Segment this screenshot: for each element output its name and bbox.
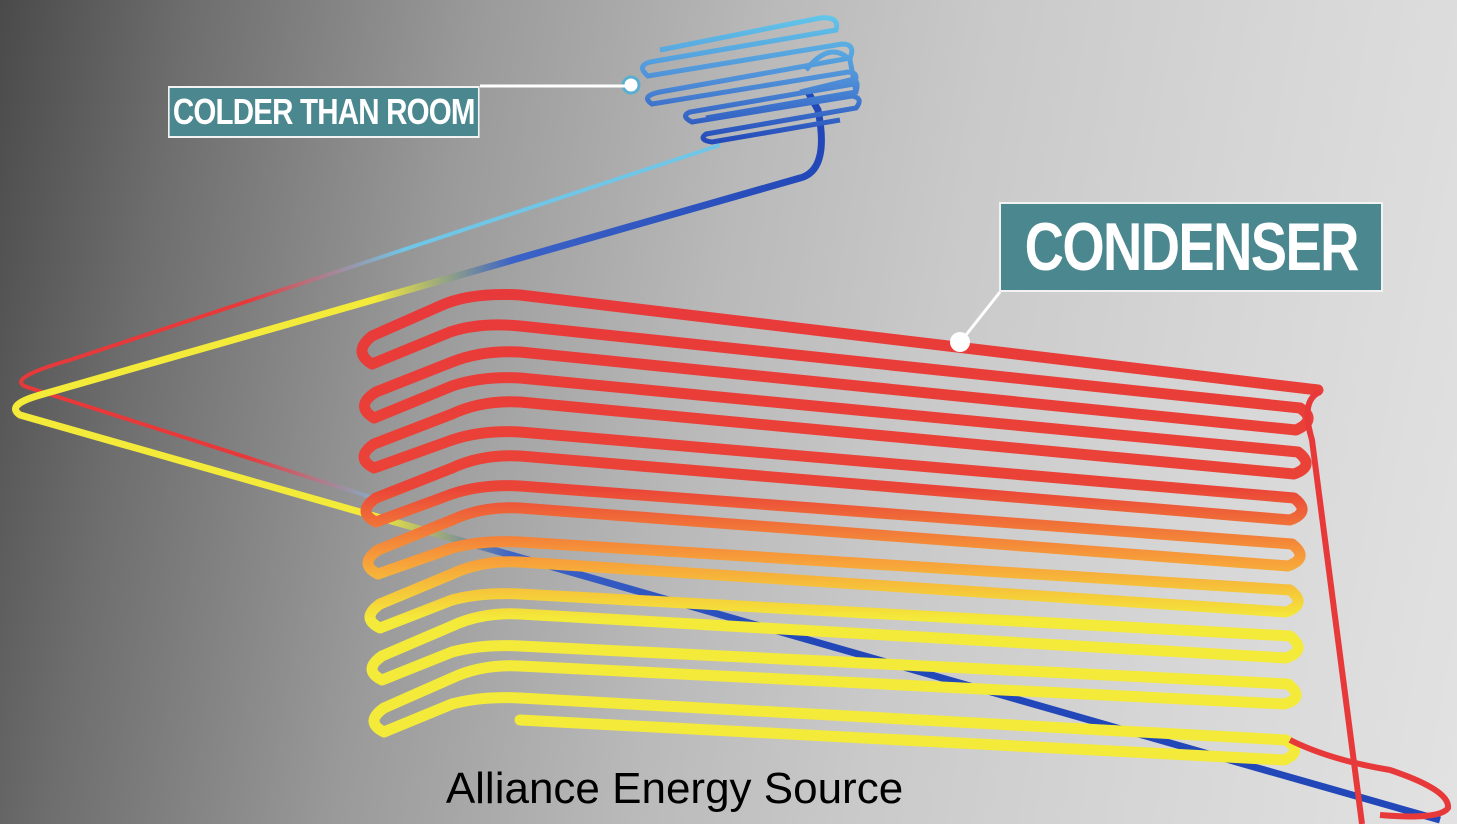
colder-than-room-text: COLDER THAN ROOM [172,91,476,132]
evaporator-coil [640,15,862,145]
condenser-label: CONDENSER [999,202,1383,292]
colder-pointer-dot [621,75,641,95]
return-line [19,143,721,502]
discharge-loop [1288,737,1451,820]
colder-than-room-label: COLDER THAN ROOM [168,86,480,138]
condenser-pointer-dot [950,332,970,352]
discharge-line [1304,389,1365,824]
condenser-leader-line [960,291,1002,341]
condenser-text: CONDENSER [1024,209,1359,285]
source-caption: Alliance Energy Source [445,764,904,813]
condenser-coil [356,288,1324,766]
